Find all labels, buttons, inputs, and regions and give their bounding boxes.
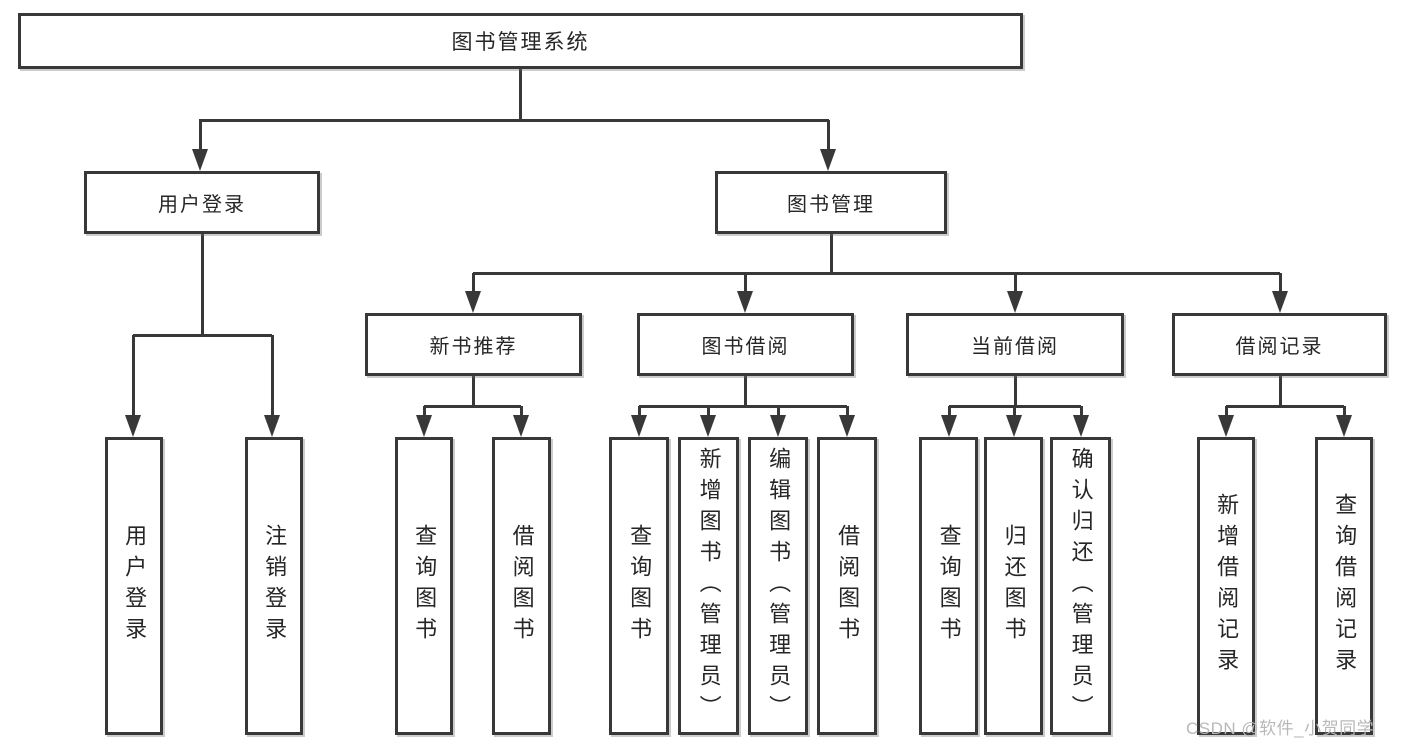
connector-line: [829, 234, 833, 275]
arrowhead-down-icon: [416, 415, 432, 437]
arrowhead-down-icon: [941, 415, 957, 437]
arrowhead-down-icon: [820, 149, 836, 171]
arrowhead-down-icon: [192, 149, 208, 171]
arrowhead-down-icon: [737, 291, 753, 313]
connector-line: [1342, 406, 1346, 417]
leaf-confirm-return-admin: 确认归还（管理员）: [1050, 437, 1111, 735]
node-label: 新增借阅记录: [1214, 493, 1240, 679]
arrowhead-down-icon: [1007, 291, 1023, 313]
leaf-add-books-admin: 新增图书（管理员）: [678, 437, 739, 735]
leaf-add-borrow-record: 新增借阅记录: [1197, 437, 1255, 735]
connector-line: [200, 234, 204, 336]
node-label: 图书管理: [787, 194, 875, 216]
connector-line: [1012, 406, 1016, 417]
node-new-book-recommend: 新书推荐: [365, 313, 582, 376]
connector-line: [471, 376, 475, 408]
connector-line: [133, 333, 272, 337]
node-label: 确认归还（管理员）: [1068, 446, 1094, 726]
node-label: 编辑图书（管理员）: [766, 446, 792, 726]
node-label: 查询借阅记录: [1332, 493, 1358, 679]
connector-line: [637, 406, 641, 417]
node-label: 借阅图书: [835, 524, 861, 648]
connector-line: [845, 406, 849, 417]
leaf-query-books-borrowing: 查询图书: [609, 437, 669, 735]
arrowhead-down-icon: [1272, 291, 1288, 313]
connector-line: [471, 273, 475, 292]
connector-line: [706, 406, 710, 417]
connector-line: [1013, 273, 1017, 292]
leaf-user-login: 用户登录: [105, 437, 163, 735]
arrowhead-down-icon: [1073, 415, 1089, 437]
connector-line: [947, 406, 951, 417]
connector-line: [776, 406, 780, 417]
arrowhead-down-icon: [125, 415, 141, 437]
connector-line: [1226, 404, 1344, 408]
node-user-login: 用户登录: [84, 171, 320, 234]
node-root: 图书管理系统: [18, 13, 1023, 69]
node-label: 归还图书: [1001, 524, 1027, 648]
node-label: 图书借阅: [701, 336, 790, 358]
leaf-logout: 注销登录: [245, 437, 303, 735]
node-label: 借阅记录: [1235, 336, 1324, 358]
connector-line: [198, 120, 202, 150]
arrowhead-down-icon: [839, 415, 855, 437]
csdn-watermark: CSDN @软件_小贺同学: [1186, 719, 1375, 738]
connector-line: [519, 406, 523, 417]
node-label: 新书推荐: [429, 336, 518, 358]
arrowhead-down-icon: [1336, 415, 1352, 437]
node-borrowing-records: 借阅记录: [1172, 313, 1387, 376]
connector-line: [1013, 376, 1017, 408]
node-label: 当前借阅: [971, 336, 1059, 358]
node-label: 用户登录: [158, 194, 246, 216]
connector-line: [1224, 406, 1228, 417]
node-label: 注销登录: [262, 524, 288, 648]
node-label: 图书管理系统: [451, 31, 590, 54]
leaf-query-books-recommend: 查询图书: [395, 437, 453, 735]
connector-line: [1079, 406, 1083, 417]
connector-line: [518, 68, 522, 122]
node-book-management: 图书管理: [715, 171, 947, 234]
connector-line: [199, 118, 829, 122]
leaf-return-books: 归还图书: [984, 437, 1043, 735]
arrowhead-down-icon: [1006, 415, 1022, 437]
connector-line: [743, 273, 747, 292]
node-label: 查询图书: [936, 524, 962, 648]
connector-line: [1278, 273, 1282, 292]
node-label: 查询图书: [627, 524, 653, 648]
node-label: 查询图书: [412, 524, 438, 648]
connector-line: [826, 120, 830, 150]
node-label: 借阅图书: [509, 524, 535, 648]
leaf-query-borrow-record: 查询借阅记录: [1315, 437, 1373, 735]
arrowhead-down-icon: [770, 415, 786, 437]
node-label: 用户登录: [122, 524, 148, 648]
connector-line: [639, 404, 847, 408]
arrowhead-down-icon: [700, 415, 716, 437]
arrowhead-down-icon: [465, 291, 481, 313]
leaf-edit-books-admin: 编辑图书（管理员）: [748, 437, 808, 735]
node-current-borrowing: 当前借阅: [906, 313, 1124, 376]
node-label: 新增图书（管理员）: [696, 446, 722, 726]
leaf-borrow-books: 借阅图书: [817, 437, 877, 735]
connector-line: [422, 406, 426, 417]
arrowhead-down-icon: [631, 415, 647, 437]
leaf-borrow-books-recommend: 借阅图书: [492, 437, 551, 735]
arrowhead-down-icon: [1218, 415, 1234, 437]
connector-line: [473, 271, 1280, 275]
connector-line: [743, 376, 747, 408]
node-book-borrowing: 图书借阅: [637, 313, 854, 376]
arrowhead-down-icon: [264, 415, 280, 437]
connector-line: [1278, 376, 1282, 408]
connector-line: [424, 404, 521, 408]
arrowhead-down-icon: [513, 415, 529, 437]
connector-line: [270, 335, 274, 416]
connector-line: [131, 335, 135, 416]
leaf-query-books-current: 查询图书: [919, 437, 978, 735]
